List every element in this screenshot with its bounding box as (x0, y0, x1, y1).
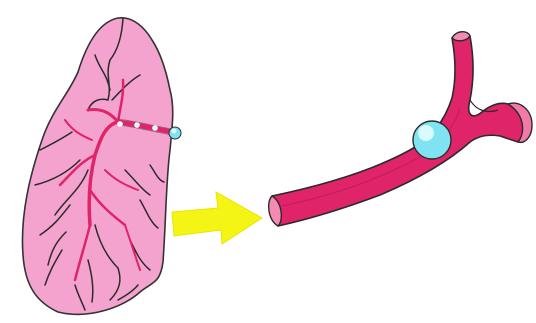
lung-small-clot (135, 123, 140, 128)
lung-small-clot (118, 122, 123, 127)
vessel-main-body (272, 36, 531, 226)
lung-embolus-highlight (172, 129, 177, 134)
vessel-top-opening (452, 32, 470, 41)
lung-small-clot (153, 126, 158, 131)
right-arrow-icon (172, 192, 262, 244)
blood-vessel-illustration (269, 32, 532, 226)
lung-illustration (22, 18, 181, 315)
embolus-clot (413, 121, 451, 159)
